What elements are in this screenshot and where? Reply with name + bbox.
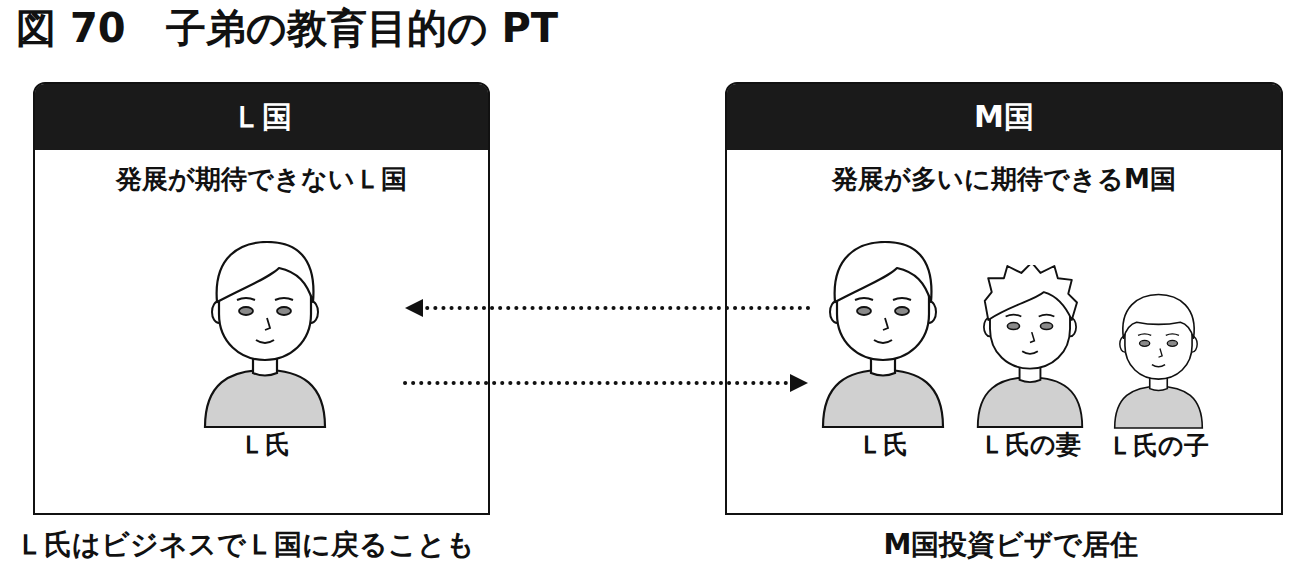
panel-header: Ｌ国 xyxy=(35,84,488,150)
person-node: Ｌ氏の妻 xyxy=(970,265,1090,460)
person-figure xyxy=(823,242,943,427)
note-text: M国投資ビザで居住 xyxy=(861,528,1161,562)
note-text: Ｌ氏はビジネスでＬ国に戻ることも xyxy=(16,528,556,562)
person-illustration xyxy=(125,241,405,430)
person-figure xyxy=(1114,294,1202,428)
person-node: Ｌ氏 xyxy=(125,241,405,460)
person-node: Ｌ氏 xyxy=(808,241,958,460)
person-illustration xyxy=(1100,292,1217,431)
country-panel: M国発展が多いに期待できるM国 Ｌ氏 Ｌ氏の妻 Ｌ氏の子 xyxy=(725,82,1283,515)
person-name: Ｌ氏 xyxy=(236,430,294,460)
person-name: Ｌ氏 xyxy=(854,430,912,460)
panel-subtitle: 発展が多いに期待できるM国 xyxy=(727,162,1281,196)
person-name: Ｌ氏の妻 xyxy=(976,430,1085,460)
person-figure xyxy=(205,242,325,427)
dotted-arrow xyxy=(405,381,808,385)
dotted-arrow xyxy=(405,306,808,310)
figure-title: 図 70 子弟の教育目的の PT xyxy=(16,4,558,52)
person-illustration xyxy=(970,265,1090,430)
person-node: Ｌ氏の子 xyxy=(1100,292,1217,461)
person-illustration xyxy=(808,241,958,430)
panel-subtitle: 発展が期待できないＬ国 xyxy=(35,162,488,196)
person-name: Ｌ氏の子 xyxy=(1104,431,1213,461)
person-figure xyxy=(978,265,1082,427)
panel-header: M国 xyxy=(727,84,1281,150)
country-panel: Ｌ国発展が期待できないＬ国 Ｌ氏 xyxy=(33,82,490,515)
